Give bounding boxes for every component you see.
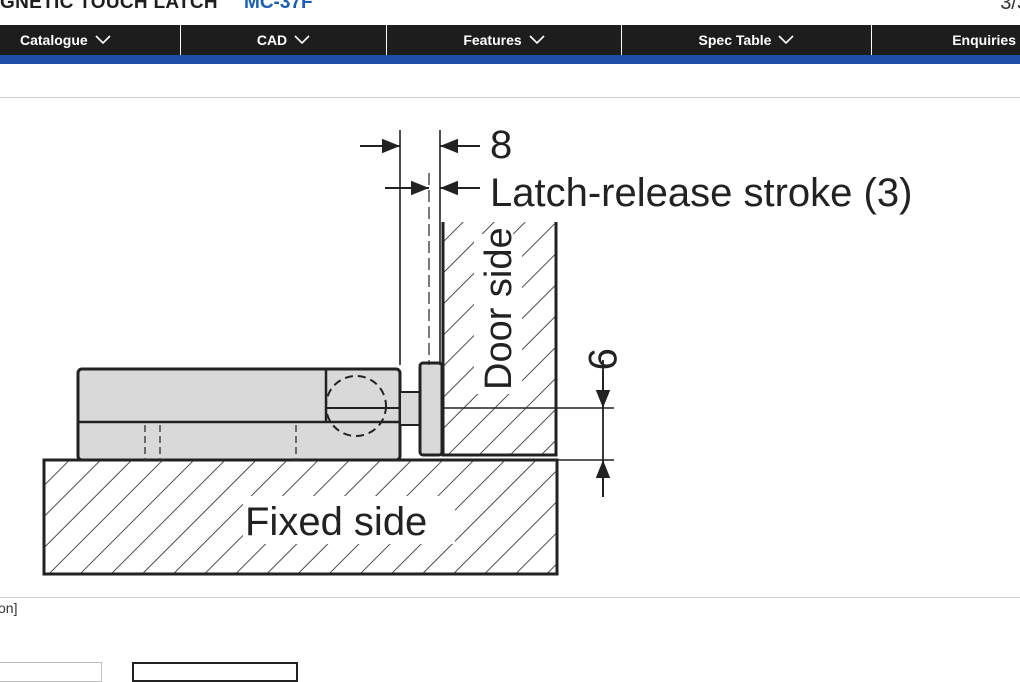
chevron-down-icon — [294, 35, 310, 45]
button-outline-dark[interactable] — [132, 662, 298, 682]
nav-tab-label: Features — [463, 32, 522, 48]
dimension-9-label: 9 — [580, 348, 624, 370]
latch-body — [76, 367, 421, 462]
nav-tab-label: Catalogue — [20, 32, 88, 48]
nav-bar: Catalogue CAD Features Spec Table Enquir… — [0, 25, 1020, 64]
button-outline[interactable] — [0, 662, 102, 682]
nav-tab-label: Spec Table — [698, 32, 772, 48]
product-name: AGNETIC TOUCH LATCH — [0, 0, 218, 13]
latch-release-stroke-label: Latch-release stroke (3) — [490, 171, 912, 215]
nav-tab-catalogue[interactable]: Catalogue — [0, 25, 181, 55]
nav-tab-label: Enquiries — [952, 32, 1016, 48]
chevron-down-icon — [778, 35, 795, 45]
chevron-down-icon — [95, 35, 111, 45]
dimension-lines — [360, 130, 614, 497]
fixed-side-label: Fixed side — [245, 500, 427, 544]
dimension-8-label: 8 — [490, 123, 512, 167]
mounting-diagram: 8 Latch-release stroke (3) Door side 9 F… — [42, 123, 912, 576]
door-side-label-bg — [474, 234, 522, 394]
divider — [0, 597, 1020, 598]
strike-plate — [418, 361, 444, 457]
nav-tab-label: CAD — [256, 32, 288, 48]
title-bar: AGNETIC TOUCH LATCH MC-37F 3/3 — [0, 0, 1020, 24]
nav-tab-spec-table[interactable]: Spec Table — [622, 25, 872, 55]
product-code[interactable]: MC-37F — [244, 0, 313, 13]
page-counter: 3/3 — [1000, 0, 1020, 14]
caption-fragment: on] — [0, 600, 18, 616]
divider — [0, 97, 1020, 98]
nav-tab-features[interactable]: Features — [387, 25, 622, 55]
chevron-down-icon — [529, 35, 545, 45]
door-side-label: Door side — [478, 227, 520, 390]
fixed-side-label-bg — [243, 496, 455, 544]
nav-tab-enquiries[interactable]: Enquiries — [872, 25, 1020, 55]
nav-tab-cad[interactable]: CAD — [181, 25, 387, 55]
